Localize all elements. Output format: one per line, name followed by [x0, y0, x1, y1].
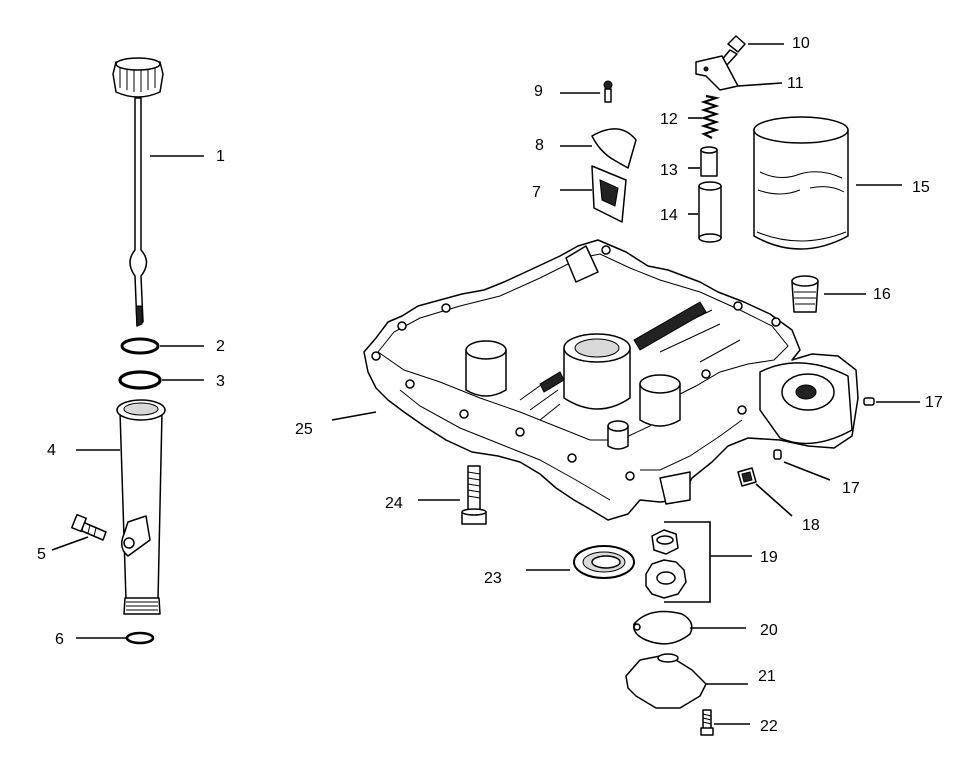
part-pin-17b: [773, 449, 782, 460]
part-plunger-13: [700, 146, 718, 177]
callout-11: 11: [787, 75, 804, 92]
part-spring-12: [700, 94, 721, 139]
part-pump-gear-inner: [651, 529, 679, 555]
part-dipstick-cap: [112, 57, 164, 98]
part-sleeve-14: [698, 181, 722, 243]
part-screw-22: [700, 709, 714, 736]
part-o-ring-2: [120, 337, 160, 355]
part-pin-17a: [863, 397, 875, 406]
callout-9: 9: [534, 83, 543, 100]
part-bolt-24: [461, 465, 487, 525]
part-tube-bolt-5: [70, 513, 107, 541]
part-bracket-8: [591, 128, 637, 169]
callout-21: 21: [758, 668, 776, 685]
callout-2: 2: [216, 338, 225, 355]
callout-12: 12: [660, 111, 678, 128]
callout-22: 22: [760, 718, 778, 735]
part-oil-filter: [753, 116, 849, 250]
part-drain-plug-16: [791, 275, 819, 313]
part-decal-7: [591, 165, 627, 223]
callout-23: 23: [484, 570, 502, 587]
bracket-19: [664, 521, 711, 603]
callout-4: 4: [47, 442, 56, 459]
part-plate-11: [695, 55, 739, 91]
callout-19: 19: [760, 549, 778, 566]
part-cover-plate-21: [625, 653, 707, 709]
callout-5: 5: [37, 546, 46, 563]
part-dipstick-tube: [116, 399, 166, 615]
callout-25: 25: [295, 421, 313, 438]
part-oil-pan: [363, 239, 859, 521]
part-pump-cover-20: [633, 610, 693, 645]
callout-13: 13: [660, 162, 678, 179]
callout-labels: 1 2 3 4 5 6 7 8 9 10 11 12 13 14 15 16 1…: [37, 35, 943, 735]
callout-14: 14: [660, 207, 678, 224]
part-seal-23: [573, 545, 635, 579]
callout-10: 10: [792, 35, 810, 52]
part-o-ring-3: [118, 370, 162, 390]
callout-3: 3: [216, 373, 225, 390]
callout-16: 16: [873, 286, 891, 303]
part-o-ring-6: [125, 631, 155, 645]
part-dipstick-blade: [129, 97, 148, 327]
callout-1: 1: [216, 148, 225, 165]
leader-lines: [51, 43, 920, 725]
callout-20: 20: [760, 622, 778, 639]
callout-6: 6: [55, 631, 64, 648]
callout-18: 18: [802, 517, 820, 534]
callout-8: 8: [535, 137, 544, 154]
callout-17a: 17: [925, 394, 943, 411]
part-nut-18: [737, 467, 757, 487]
callout-7: 7: [532, 184, 541, 201]
callout-24: 24: [385, 495, 403, 512]
part-screw-9: [603, 80, 613, 103]
callout-15: 15: [912, 179, 930, 196]
callout-17b: 17: [842, 480, 860, 497]
part-pump-gear-outer: [645, 559, 687, 599]
